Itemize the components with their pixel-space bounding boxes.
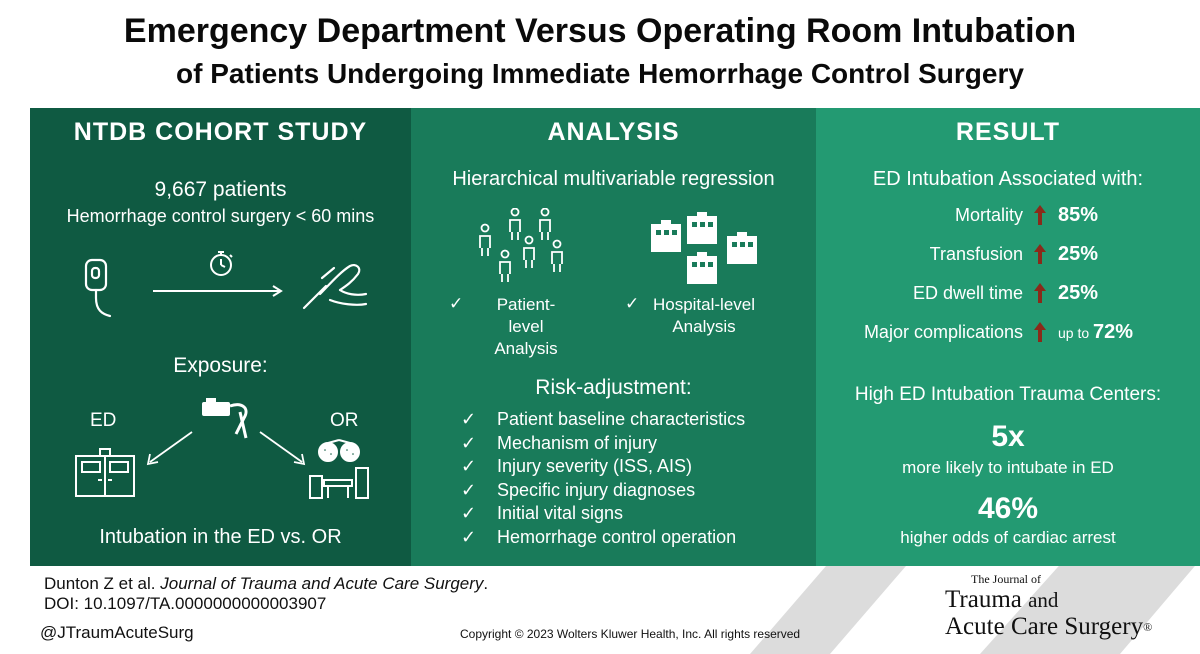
patient-count-label: patients	[212, 178, 287, 201]
outcome-row-mortality: Mortality 85%	[816, 202, 1200, 230]
page-title-line2: of Patients Undergoing Immediate Hemorrh…	[176, 58, 1024, 89]
cohort-heading: NTDB COHORT STUDY	[73, 118, 368, 146]
analysis-panel: ANALYSIS Hierarchical multivariable regr…	[411, 108, 816, 566]
outcome-value: 25%	[1058, 282, 1099, 304]
outcome-row-complications: Major complications up to 72%	[816, 319, 1200, 347]
or-label: OR	[330, 410, 359, 431]
surgeon-hand-icon	[300, 260, 370, 312]
outcome-row-transfusion: Transfusion 25%	[816, 241, 1200, 269]
patient-count-line: 9,667 patients	[30, 178, 411, 202]
ed-label: ED	[90, 410, 117, 431]
intubation-icon	[200, 394, 256, 442]
stat-arrest-value: 46%	[977, 492, 1039, 525]
outcome-label: Major complications	[863, 322, 1023, 342]
citation: Dunton Z et al. Journal of Trauma and Ac…	[44, 574, 489, 593]
outcome-value: 25%	[1058, 243, 1099, 265]
page-title-line1: Emergency Department Versus Operating Ro…	[123, 12, 1077, 50]
stat-arrest-label: higher odds of cardiac arrest	[900, 528, 1116, 547]
outcome-label: ED dwell time	[912, 283, 1023, 303]
arrow-to-or	[258, 430, 308, 471]
logo-line3: Acute Care Surgery®	[945, 613, 1153, 640]
association-heading: ED Intubation Associated with:	[872, 168, 1144, 190]
inclusion-criteria: Hemorrhage control surgery < 60 mins	[66, 206, 375, 226]
operating-room-icon	[306, 438, 372, 502]
method-text: Hierarchical multivariable regression	[452, 168, 775, 190]
logo-line2: Trauma and	[945, 586, 1059, 613]
twitter-handle: @JTraumAcuteSurg	[40, 623, 194, 642]
analysis-heading: ANALYSIS	[547, 118, 680, 146]
up-arrow-icon	[1033, 282, 1047, 309]
patients-icon	[473, 208, 569, 288]
list-item: ✓Patient baseline characteristics	[461, 409, 746, 429]
list-item: ✓Hemorrhage control operation	[461, 526, 737, 547]
up-arrow-icon	[1033, 204, 1047, 231]
patient-level-label: Patient-level Analysis	[494, 295, 558, 358]
hospital-level-check: ✓	[625, 294, 640, 313]
hospital-level-label: Hospital-level Analysis	[652, 295, 756, 336]
outcome-value: 85%	[1058, 204, 1099, 226]
outcome-row-dwell-time: ED dwell time 25%	[816, 280, 1200, 308]
up-arrow-icon	[1033, 321, 1047, 348]
stat-intubate-value: 5x	[991, 420, 1025, 453]
outcome-label: Mortality	[954, 205, 1023, 225]
risk-adjustment-list: ✓Patient baseline characteristics ✓Mecha…	[461, 408, 745, 549]
patient-count: 9,667	[154, 178, 208, 201]
patient-level-check: ✓	[449, 294, 464, 313]
arrow-to-ed	[144, 430, 194, 471]
stat-intubate-label: more likely to intubate in ED	[902, 458, 1114, 477]
result-heading: RESULT	[955, 118, 1061, 146]
result-panel: RESULT ED Intubation Associated with: Mo…	[816, 108, 1200, 566]
outcome-label: Transfusion	[929, 244, 1023, 264]
stopwatch-icon	[206, 248, 236, 278]
emergency-door-icon	[74, 448, 136, 498]
citation-journal: Journal of Trauma and Acute Care Surgery	[160, 574, 484, 593]
list-item: ✓Mechanism of injury	[461, 432, 658, 453]
list-item: ✓Specific injury diagnoses	[461, 479, 696, 500]
journal-logo: The Journal of Trauma and Acute Care Sur…	[945, 572, 1152, 641]
exposure-caption: Intubation in the ED vs. OR	[99, 526, 342, 548]
logo-line1: The Journal of	[971, 572, 1041, 586]
outcome-value: up to 72%	[1058, 321, 1134, 343]
exposure-heading: Exposure:	[173, 354, 268, 377]
citation-authors: Dunton Z et al.	[44, 574, 156, 593]
list-item: ✓Injury severity (ISS, AIS)	[461, 456, 693, 476]
timeline-arrow	[153, 284, 285, 302]
hospitals-icon	[651, 212, 759, 284]
centers-heading: High ED Intubation Trauma Centers:	[854, 384, 1162, 405]
citation-doi: DOI: 10.1097/TA.0000000000003907	[44, 594, 327, 613]
up-arrow-icon	[1033, 243, 1047, 270]
copyright-notice: Copyright © 2023 Wolters Kluwer Health, …	[460, 627, 801, 641]
risk-adjustment-heading: Risk-adjustment:	[535, 376, 692, 399]
cohort-panel: NTDB COHORT STUDY 9,667 patients Hemorrh…	[30, 108, 411, 566]
list-item: ✓Initial vital signs	[461, 503, 624, 523]
iv-bag-icon	[80, 258, 120, 320]
